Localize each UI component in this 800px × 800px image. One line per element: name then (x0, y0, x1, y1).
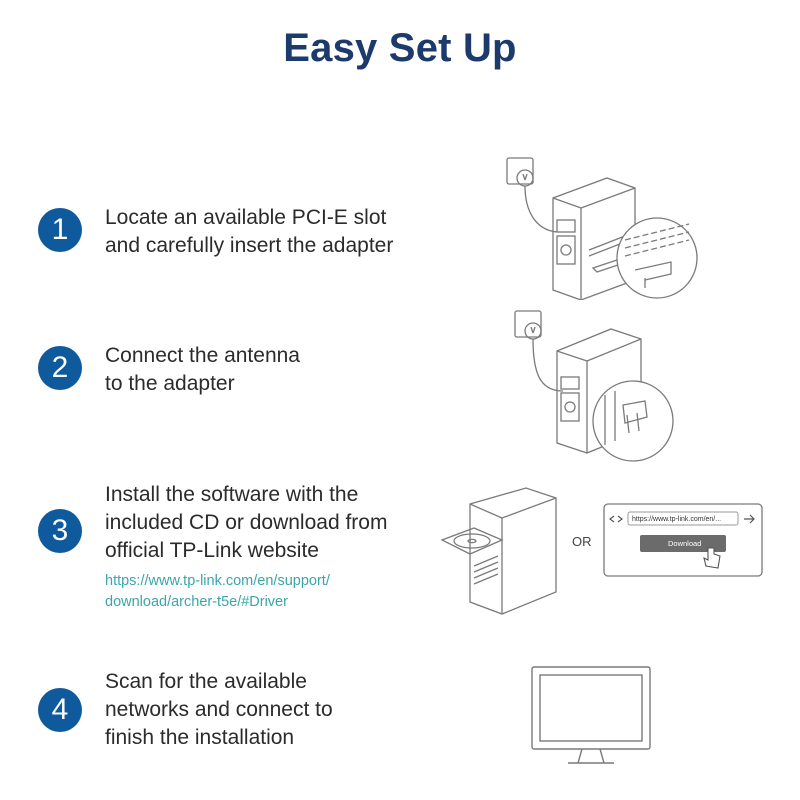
support-link[interactable]: https://www.tp-link.com/en/support/ down… (105, 571, 465, 613)
monitor-icon (528, 663, 658, 773)
step-1-line-2: and carefully insert the adapter (105, 234, 394, 257)
step-2-number-badge: 2 (38, 346, 82, 390)
step-1-text: Locate an available PCI-E slot and caref… (105, 204, 465, 260)
step-3-number-badge: 3 (38, 509, 82, 553)
step-3: 3 Install the software with the included… (38, 481, 458, 611)
step-2: 2 Connect the antenna to the adapter (38, 342, 458, 402)
or-label: OR (572, 534, 592, 549)
step-1-line-1: Locate an available PCI-E slot (105, 206, 387, 229)
step-3-text: Install the software with the included C… (105, 481, 465, 613)
step-1-number-badge: 1 (38, 208, 82, 252)
pc-tower-slot-icon (495, 150, 705, 300)
support-link-line-2: download/archer-t5e/#Driver (105, 594, 288, 610)
pc-tower-cd-icon (440, 482, 570, 622)
step-3-line-1: Install the software with the (105, 483, 359, 506)
page-title: Easy Set Up (283, 26, 517, 70)
browser-download-icon: OR https://www.tp-link.com/en/... Downlo… (568, 500, 768, 580)
step-4: 4 Scan for the available networks and co… (38, 668, 458, 758)
step-4-line-3: finish the installation (105, 726, 295, 749)
step-4-line-2: networks and connect to (105, 698, 333, 721)
step-1: 1 Locate an available PCI-E slot and car… (38, 204, 458, 264)
step-4-line-1: Scan for the available (105, 670, 307, 693)
step-4-number-badge: 4 (38, 688, 82, 732)
step-2-text: Connect the antenna to the adapter (105, 342, 465, 398)
step-3-line-3: official TP-Link website (105, 539, 319, 562)
browser-url-text: https://www.tp-link.com/en/... (632, 516, 721, 523)
pc-tower-antenna-icon (505, 305, 675, 475)
step-3-line-2: included CD or download from (105, 511, 388, 534)
step-2-line-2: to the adapter (105, 372, 235, 395)
support-link-line-1: https://www.tp-link.com/en/support/ (105, 573, 330, 589)
download-button-label: Download (668, 539, 701, 548)
download-button[interactable] (640, 535, 726, 552)
step-4-text: Scan for the available networks and conn… (105, 668, 465, 752)
step-2-line-1: Connect the antenna (105, 344, 300, 367)
